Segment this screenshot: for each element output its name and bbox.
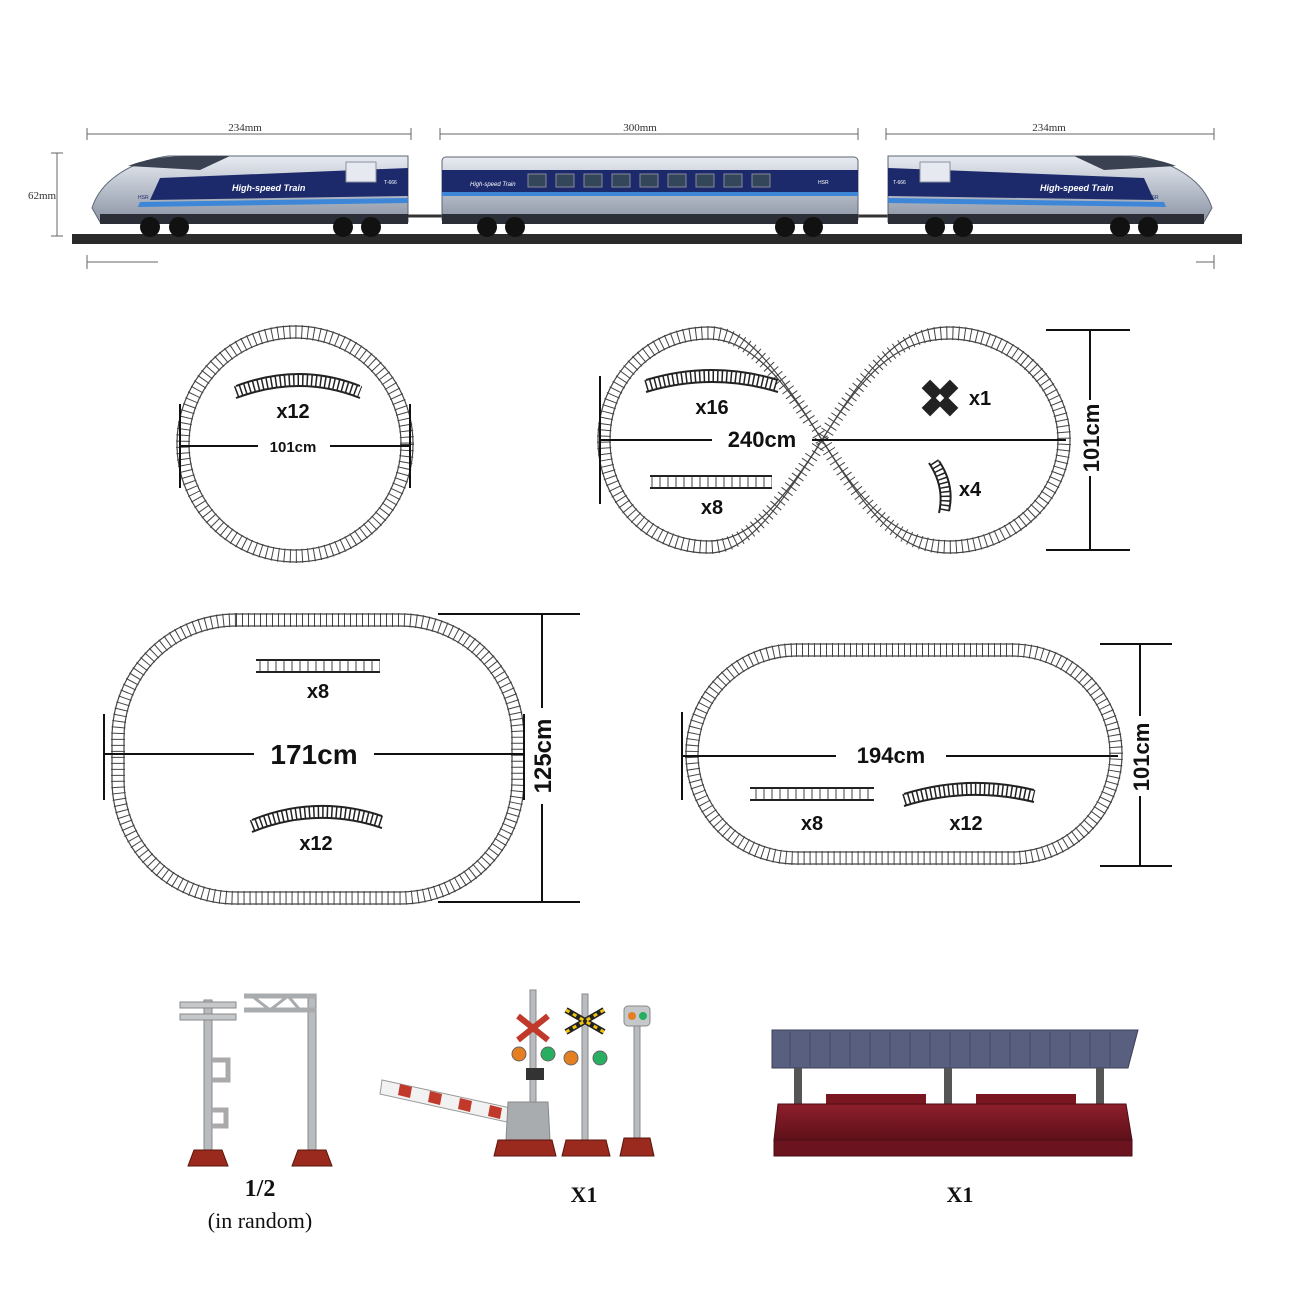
catenary-poles-illustration <box>179 993 333 1167</box>
straight-track-icon <box>256 659 380 673</box>
signals-qty-label: X1 <box>570 1182 598 1207</box>
short-curve-track-icon <box>928 459 952 514</box>
curved-track-icon <box>902 781 1036 807</box>
train-section: 234mm 300mm 234mm 62mm High-speed Train … <box>28 122 1242 269</box>
rear-car-logo: HSR <box>1148 195 1159 201</box>
rear-car-label: High-speed Train <box>1040 183 1114 193</box>
figure-eight-curve-count: x16 <box>695 397 728 419</box>
curved-track-icon <box>249 805 384 833</box>
rear-car-code: T-666 <box>893 180 906 186</box>
crossing-track-icon <box>921 379 959 417</box>
circle-size-label: 101cm <box>270 439 317 456</box>
figure-eight-crossing-count: x1 <box>969 388 991 410</box>
circle-curve-count: x12 <box>276 401 309 423</box>
straight-track-icon <box>750 787 874 801</box>
middle-car-label: High-speed Train <box>470 182 516 188</box>
front-car-logo: HSR <box>138 195 149 201</box>
oval-large-size-label: 171cm <box>270 739 357 770</box>
rail-bed <box>72 234 1242 244</box>
middle-car: High-speed Train HSR <box>441 156 859 237</box>
figure-eight-short-curve-count: x4 <box>959 479 982 501</box>
oval-long-size-label: 194cm <box>857 743 926 768</box>
oval-long-straight-count: x8 <box>801 813 823 835</box>
middle-car-logo: HSR <box>818 180 829 186</box>
poles-qty-label: 1/2 <box>244 1176 276 1202</box>
layout-oval-long: 194cm 101cm x8 x12 <box>681 643 1172 867</box>
middle-car-length-label: 300mm <box>623 122 657 134</box>
oval-large-straight-count: x8 <box>307 681 329 703</box>
layout-circle: 101cm x12 <box>176 325 414 563</box>
train-height-label: 62mm <box>28 190 57 202</box>
oval-long-curve-count: x12 <box>949 813 982 835</box>
straight-track-icon <box>650 475 772 489</box>
curved-track-icon <box>233 373 363 399</box>
layout-figure-eight: 240cm 101cm x16 x8 x1 x4 <box>596 325 1130 555</box>
front-car-code: T-666 <box>384 180 397 186</box>
rear-car-length-label: 234mm <box>1032 122 1066 134</box>
front-car-label: High-speed Train <box>232 183 306 193</box>
dimension-lines <box>51 128 1215 269</box>
figure-eight-height-label: 101cm <box>1079 404 1104 473</box>
front-car: High-speed Train T-666 HSR <box>91 155 409 237</box>
crossing-signals-illustration <box>379 989 655 1157</box>
front-car-length-label: 234mm <box>228 122 262 134</box>
oval-large-curve-count: x12 <box>299 833 332 855</box>
poles-note-label: (in random) <box>207 1208 313 1233</box>
figure-eight-straight-count: x8 <box>701 497 723 519</box>
figure-eight-size-label: 240cm <box>728 427 797 452</box>
oval-large-height-label: 125cm <box>530 719 557 794</box>
platform-qty-label: X1 <box>946 1182 974 1207</box>
rear-car: High-speed Train T-666 HSR <box>887 155 1213 237</box>
layout-oval-large: 171cm 125cm x8 x12 <box>103 613 580 905</box>
oval-long-height-label: 101cm <box>1129 723 1154 792</box>
curved-track-icon <box>644 369 780 393</box>
station-platform-illustration <box>771 1029 1139 1157</box>
